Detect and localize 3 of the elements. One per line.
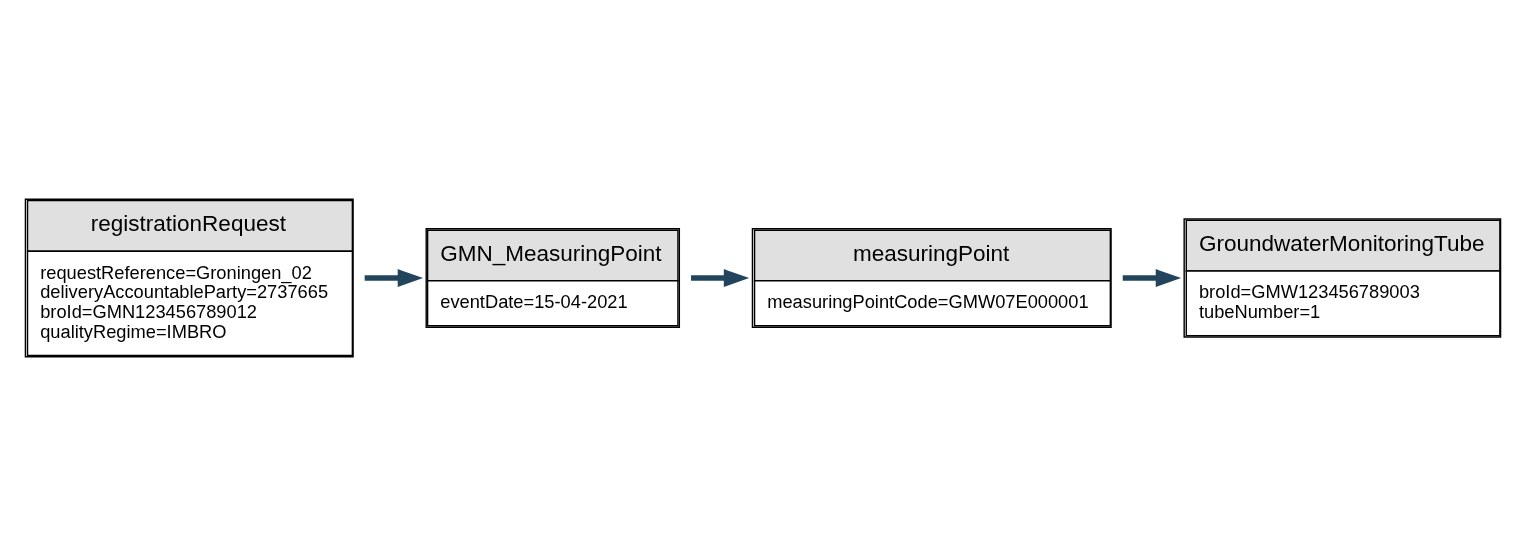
arrow (691, 269, 750, 287)
arrow (1122, 269, 1182, 287)
arrow (364, 269, 424, 287)
